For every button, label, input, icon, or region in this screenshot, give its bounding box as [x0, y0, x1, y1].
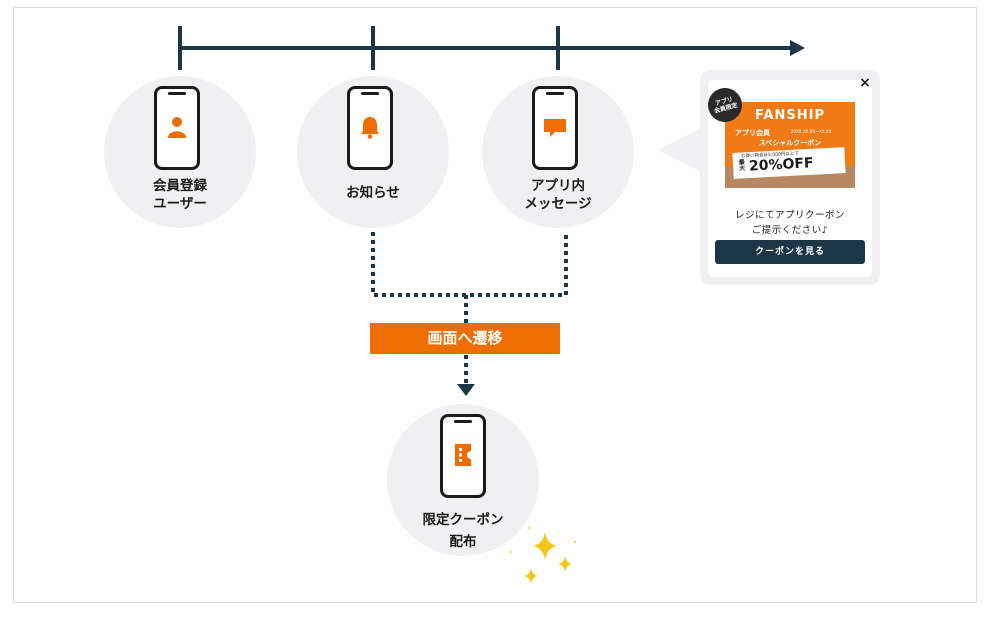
transition-badge: 画面へ遷移: [370, 323, 560, 354]
coupon-banner: FANSHIP アプリ会員 20XX.XX.XX〜XX.XX スペシャルクーポン…: [725, 102, 855, 188]
node-member-label-line1: 会員登録: [153, 178, 207, 194]
down-arrowhead: [457, 384, 475, 396]
sparkle-right: [558, 556, 572, 572]
phone-icon: [154, 86, 200, 170]
coupon-date: 20XX.XX.XX〜XX.XX: [791, 129, 832, 134]
node-notice-label-line1: お知らせ: [346, 185, 400, 201]
node-coupon-label: 限定クーポン 配布: [387, 509, 539, 553]
person-icon: [168, 117, 186, 138]
coupon-line2: スペシャルクーポン: [758, 139, 822, 147]
close-icon[interactable]: ×: [859, 75, 871, 91]
sparkle-dot-3: [574, 541, 576, 543]
sparkle-large: [533, 532, 557, 560]
node-member: 会員登録 ユーザー: [104, 76, 256, 228]
bell-icon: [361, 117, 379, 139]
sparkle-bottom: [524, 568, 538, 584]
node-inapp: アプリ内 メッセージ: [482, 76, 634, 228]
coupon-brand: FANSHIP: [755, 108, 825, 123]
node-coupon-label-line2: 配布: [449, 534, 477, 550]
ticket-icon: [455, 444, 471, 466]
view-coupon-button[interactable]: クーポンを見る: [715, 240, 865, 264]
node-inapp-label: アプリ内 メッセージ: [482, 177, 634, 213]
dotted-connector: [371, 232, 568, 297]
phone-icon: [440, 414, 486, 498]
node-coupon: 限定クーポン 配布: [387, 404, 539, 556]
popup-message-line1: レジにてアプリクーポン: [734, 210, 845, 221]
node-member-label-line2: ユーザー: [153, 196, 207, 212]
phone-icon: [532, 86, 578, 170]
phone-icon: [347, 86, 393, 170]
node-notice-label: お知らせ: [297, 184, 449, 202]
node-coupon-label-line1: 限定クーポン: [422, 512, 504, 528]
timeline-arrowhead: [790, 40, 805, 56]
coupon-popup-card: FANSHIP アプリ会員 20XX.XX.XX〜XX.XX スペシャルクーポン…: [704, 80, 872, 277]
popup-pointer: [658, 126, 706, 174]
coupon-line1: アプリ会員: [735, 129, 770, 137]
coupon-popup: FANSHIP アプリ会員 20XX.XX.XX〜XX.XX スペシャルクーポン…: [700, 70, 880, 285]
coupon-discount: 20%OFF: [748, 155, 814, 175]
coupon-max: 最大: [738, 158, 746, 173]
node-inapp-label-line2: メッセージ: [524, 196, 592, 212]
popup-message: レジにてアプリクーポン ご提示ください♪: [708, 208, 872, 238]
node-notice: お知らせ: [297, 76, 449, 228]
sparkle-dot-1: [528, 527, 530, 529]
sparkle-icon: [510, 527, 576, 584]
sparkle-dot-2: [510, 551, 512, 553]
popup-message-line2: ご提示ください♪: [751, 225, 829, 236]
chat-bubble-icon: [544, 119, 566, 137]
node-member-label: 会員登録 ユーザー: [104, 177, 256, 213]
node-inapp-label-line1: アプリ内: [531, 178, 585, 194]
